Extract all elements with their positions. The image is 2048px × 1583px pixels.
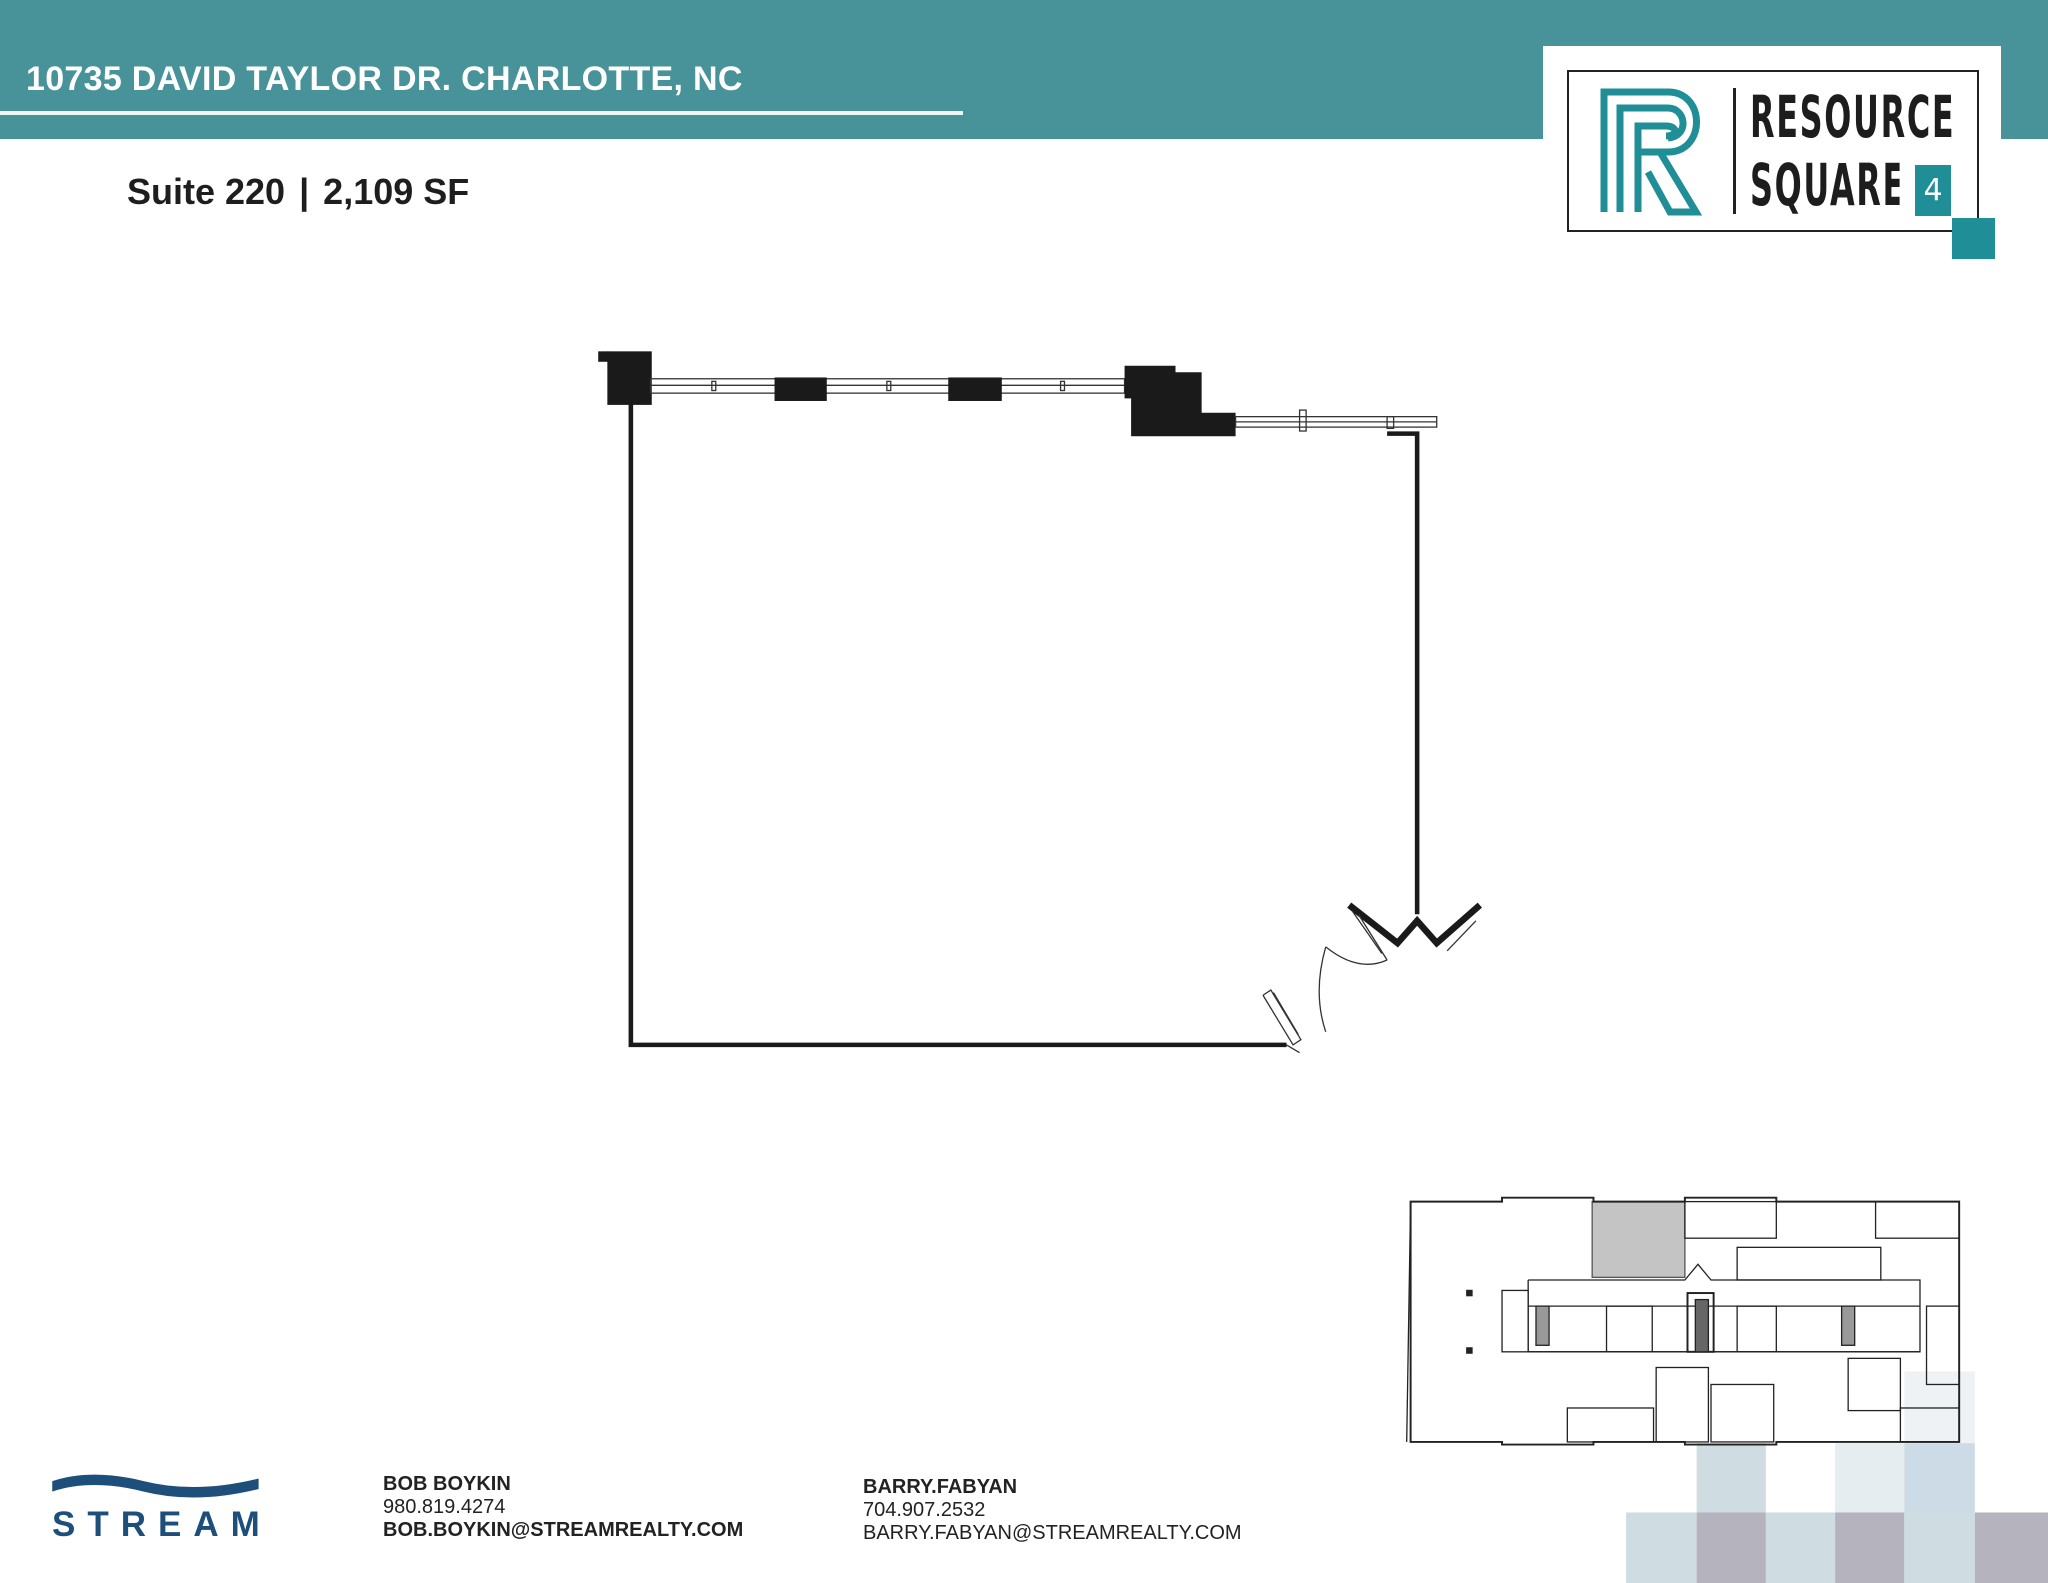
suite-name: Suite 220 [127, 171, 286, 212]
logo-text-square: SQUARE [1750, 156, 1900, 214]
contact-barry-fabyan: BARRY.FABYAN 704.907.2532 BARRY.FABYAN@S… [863, 1476, 1242, 1545]
contact-email[interactable]: BARRY.FABYAN@STREAMREALTY.COM [863, 1522, 1242, 1544]
suite-info: Suite 220 | 2,109 SF [127, 171, 469, 213]
logo-separator [1733, 88, 1736, 214]
contact-phone[interactable]: 980.819.4274 [383, 1496, 506, 1518]
logo-text-resource: RESOURCE [1750, 88, 1956, 146]
contact-name: BARRY.FABYAN [863, 1476, 1018, 1498]
stream-wave-logo-icon [52, 1474, 259, 1498]
contact-email[interactable]: BOB.BOYKIN@STREAMREALTY.COM [383, 1519, 744, 1541]
suite-walls [628, 403, 1482, 1048]
entry-door [1262, 909, 1477, 1054]
logo-frame [1567, 70, 1979, 232]
key-plan [1406, 1196, 1961, 1446]
header-underline [0, 111, 963, 115]
window-wall [1234, 409, 1438, 432]
contact-phone[interactable]: 704.907.2532 [863, 1499, 986, 1521]
column-block [598, 351, 609, 362]
suite-area: 2,109 SF [323, 171, 470, 212]
suite-separator: | [299, 171, 310, 212]
column-block [1124, 365, 1236, 437]
resource-square-r-logo-icon [1600, 88, 1703, 216]
column-block [948, 377, 1002, 401]
window-wall [649, 378, 1126, 394]
stream-logo-text: STREAM [52, 1505, 272, 1544]
decorative-squares [1626, 1371, 2048, 1583]
property-address: 10735 DAVID TAYLOR DR. CHARLOTTE, NC [26, 60, 743, 98]
contact-name: BOB BOYKIN [383, 1473, 511, 1495]
column-block [774, 377, 827, 401]
logo-accent-square [1952, 218, 1995, 259]
suite-floor-plan [598, 351, 1482, 1054]
key-plan-highlighted-suite [1591, 1200, 1686, 1279]
contact-bob-boykin: BOB BOYKIN 980.819.4274 BOB.BOYKIN@STREA… [383, 1473, 743, 1542]
column-block [607, 351, 652, 405]
logo-number: 4 [1915, 165, 1951, 216]
